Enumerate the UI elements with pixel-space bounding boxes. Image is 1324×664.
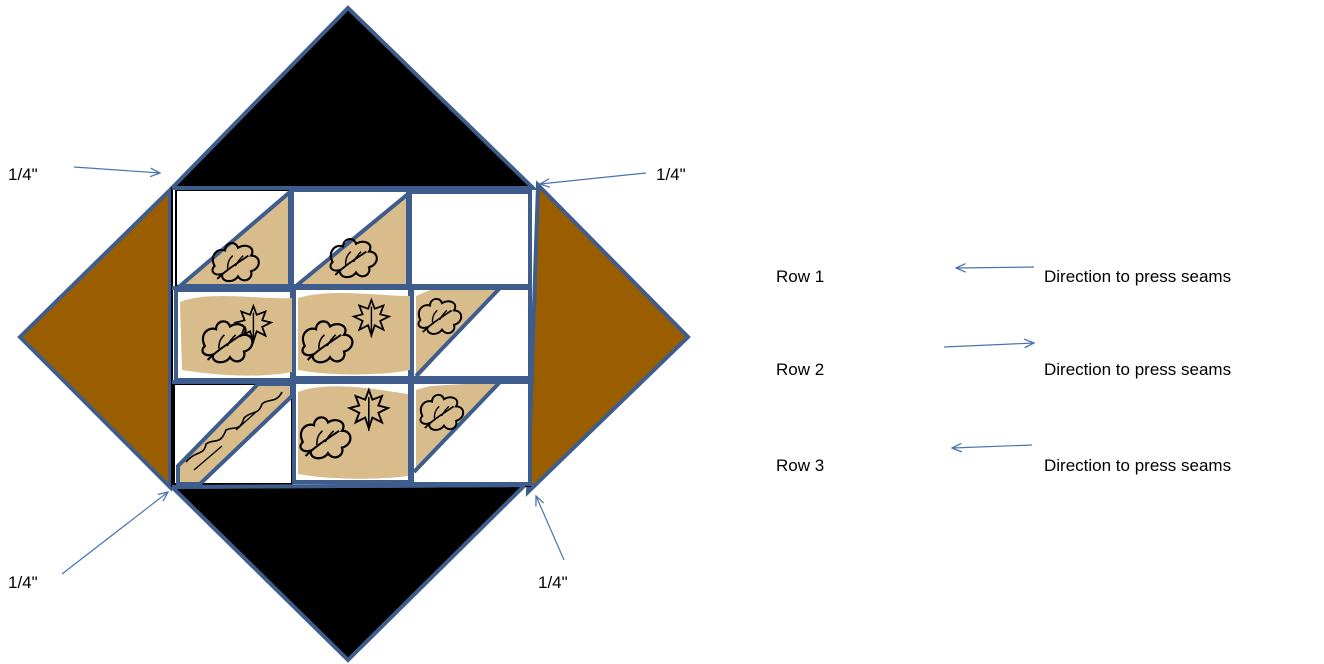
left-side-triangle xyxy=(17,185,172,492)
fabric-r2c1 xyxy=(180,295,292,376)
top-corner-triangle xyxy=(167,5,538,190)
legend-row-1-label: Row 1 xyxy=(776,267,824,286)
legend-row-3-label: Row 3 xyxy=(776,456,824,475)
grid-row-2 xyxy=(174,286,532,382)
seam-arrow-top-right xyxy=(540,172,647,184)
seam-label-top-left: 1/4" xyxy=(8,165,38,184)
legend-row-2-text: Direction to press seams xyxy=(1044,360,1231,379)
seam-arrow-bottom-right xyxy=(536,496,565,561)
legend: Row 1 Direction to press seams Row 2 Dir… xyxy=(776,267,1231,475)
legend-row-1-arrow xyxy=(956,267,1035,268)
fabric-r2c2 xyxy=(298,292,410,375)
grid-row-1 xyxy=(174,187,532,288)
legend-row-2-arrow xyxy=(943,343,1034,347)
fabric-r3c2 xyxy=(298,386,408,479)
legend-row-1-text: Direction to press seams xyxy=(1044,267,1231,286)
right-side-triangle xyxy=(525,180,691,497)
grid-row-3 xyxy=(173,378,532,486)
cell-r1c3 xyxy=(408,190,532,288)
legend-row-3-text: Direction to press seams xyxy=(1044,456,1231,475)
bottom-corner-triangle xyxy=(167,482,530,663)
legend-row-2-label: Row 2 xyxy=(776,360,824,379)
seam-arrow-bottom-left xyxy=(61,492,168,575)
seam-label-top-right: 1/4" xyxy=(656,165,686,184)
legend-row-3-arrow xyxy=(952,445,1033,448)
seam-label-bottom-left: 1/4" xyxy=(8,573,38,592)
seam-label-bottom-right: 1/4" xyxy=(538,573,568,592)
seam-arrow-top-left xyxy=(73,166,160,173)
